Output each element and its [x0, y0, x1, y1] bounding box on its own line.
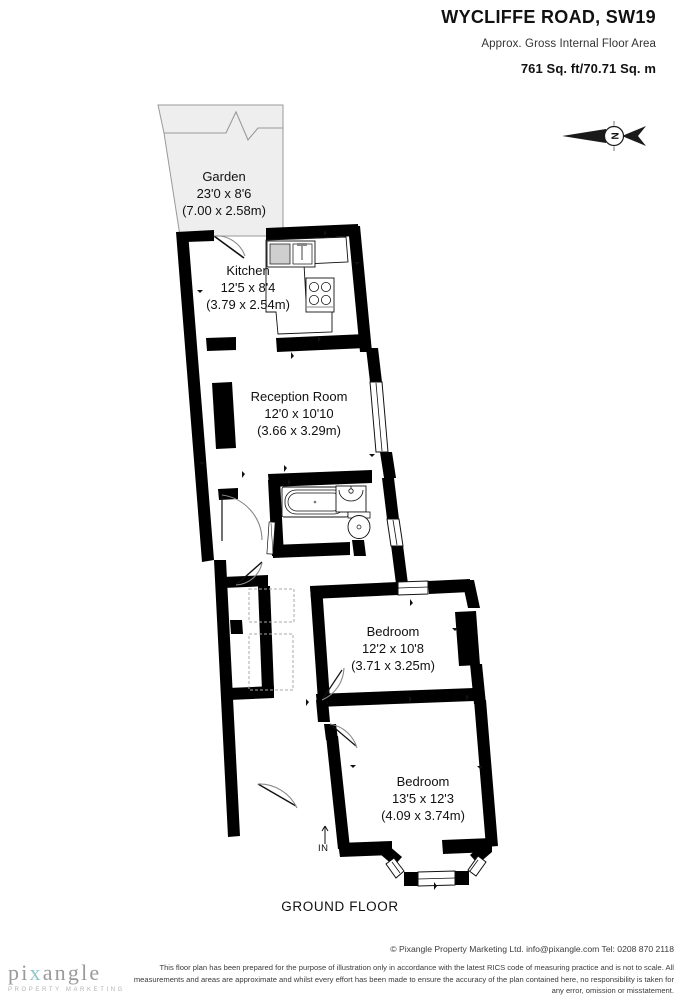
- toilet-icon: [347, 511, 371, 539]
- opening-markers: [197, 230, 483, 890]
- entrance-label: IN: [318, 843, 329, 854]
- header: WYCLIFFE ROAD, SW19 Approx. Gross Intern…: [236, 6, 656, 76]
- wash-basin-icon: [335, 485, 367, 513]
- room-label-kitchen: Kitchen 12'5 x 8'4 (3.79 x 2.54m): [168, 263, 328, 314]
- room-name: Bedroom: [396, 774, 450, 789]
- area-caption: Approx. Gross Internal Floor Area: [481, 38, 656, 51]
- room-name: Kitchen: [226, 263, 270, 278]
- cupboards: [248, 588, 295, 691]
- room-label-garden: Garden 23'0 x 8'6 (7.00 x 2.58m): [144, 169, 304, 220]
- windows: [369, 381, 487, 887]
- logo-wordmark: pixangle: [8, 962, 128, 984]
- room-dims-imperial: 12'0 x 10'10: [264, 405, 334, 421]
- logo-text-part1: pi: [8, 960, 30, 985]
- disclaimer-text: This floor plan has been prepared for th…: [133, 963, 674, 996]
- hob-icon: [305, 277, 335, 313]
- kitchen-fixtures: [265, 236, 349, 335]
- room-dims-metric: (3.71 x 3.25m): [351, 657, 435, 673]
- compass-rose: N: [560, 112, 660, 160]
- room-dims-metric: (3.66 x 3.29m): [257, 422, 341, 438]
- door-swings: [213, 235, 358, 809]
- room-dims-imperial: 12'2 x 10'8: [361, 640, 425, 656]
- room-dims-imperial: 13'5 x 12'3: [391, 790, 455, 806]
- room-dims-metric: (7.00 x 2.58m): [182, 202, 266, 218]
- bathroom-fixtures: [266, 485, 371, 555]
- room-name: Reception Room: [250, 389, 348, 404]
- room-label-reception-room: Reception Room 12'0 x 10'10 (3.66 x 3.29…: [209, 389, 389, 440]
- room-label-bedroom-2: Bedroom 13'5 x 12'3 (4.09 x 3.74m): [333, 774, 513, 825]
- room-name: Garden: [202, 169, 246, 184]
- total-area: 761 Sq. ft/70.71 Sq. m: [520, 61, 656, 77]
- floor-level-label: GROUND FLOOR: [281, 899, 399, 914]
- room-dims-metric: (4.09 x 3.74m): [381, 807, 465, 823]
- wall-structure: [176, 224, 498, 886]
- logo-accent-x: x: [29, 960, 43, 985]
- garden-area: [157, 104, 284, 237]
- room-dims-imperial: 23'0 x 8'6: [196, 185, 252, 201]
- room-dims-metric: (3.79 x 2.54m): [206, 296, 290, 312]
- copyright-credit: © Pixangle Property Marketing Ltd. info@…: [390, 944, 674, 954]
- compass-north-label: N: [609, 132, 620, 139]
- radiator-icon: [266, 521, 276, 555]
- room-dims-imperial: 12'5 x 8'4: [220, 279, 276, 295]
- room-label-bedroom-1: Bedroom 12'2 x 10'8 (3.71 x 3.25m): [308, 624, 478, 675]
- pixangle-logo: pixangle PROPERTY MARKETING: [8, 962, 128, 994]
- page-title: WYCLIFFE ROAD, SW19: [441, 7, 656, 27]
- floorplan-drawing: [157, 104, 498, 890]
- logo-text-part2: angle: [42, 960, 102, 985]
- sink-icon: [266, 240, 316, 268]
- room-name: Bedroom: [366, 624, 420, 639]
- logo-tagline: PROPERTY MARKETING: [8, 987, 125, 993]
